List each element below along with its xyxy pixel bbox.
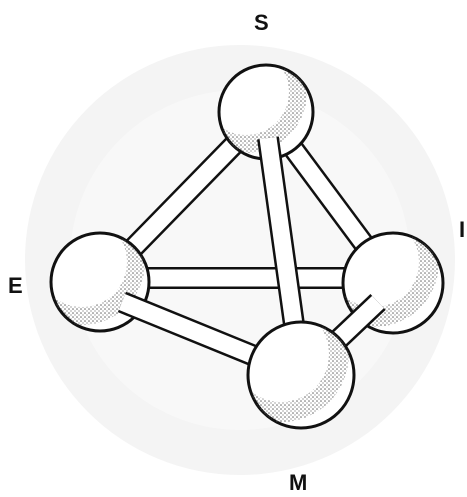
vertex-label-e: E xyxy=(8,273,23,298)
vertex-label-s: S xyxy=(254,10,269,35)
vertex-label-m: M xyxy=(289,470,308,495)
atom-s xyxy=(217,63,315,161)
atom-m xyxy=(246,320,356,430)
vertex-label-i: I xyxy=(459,217,466,242)
